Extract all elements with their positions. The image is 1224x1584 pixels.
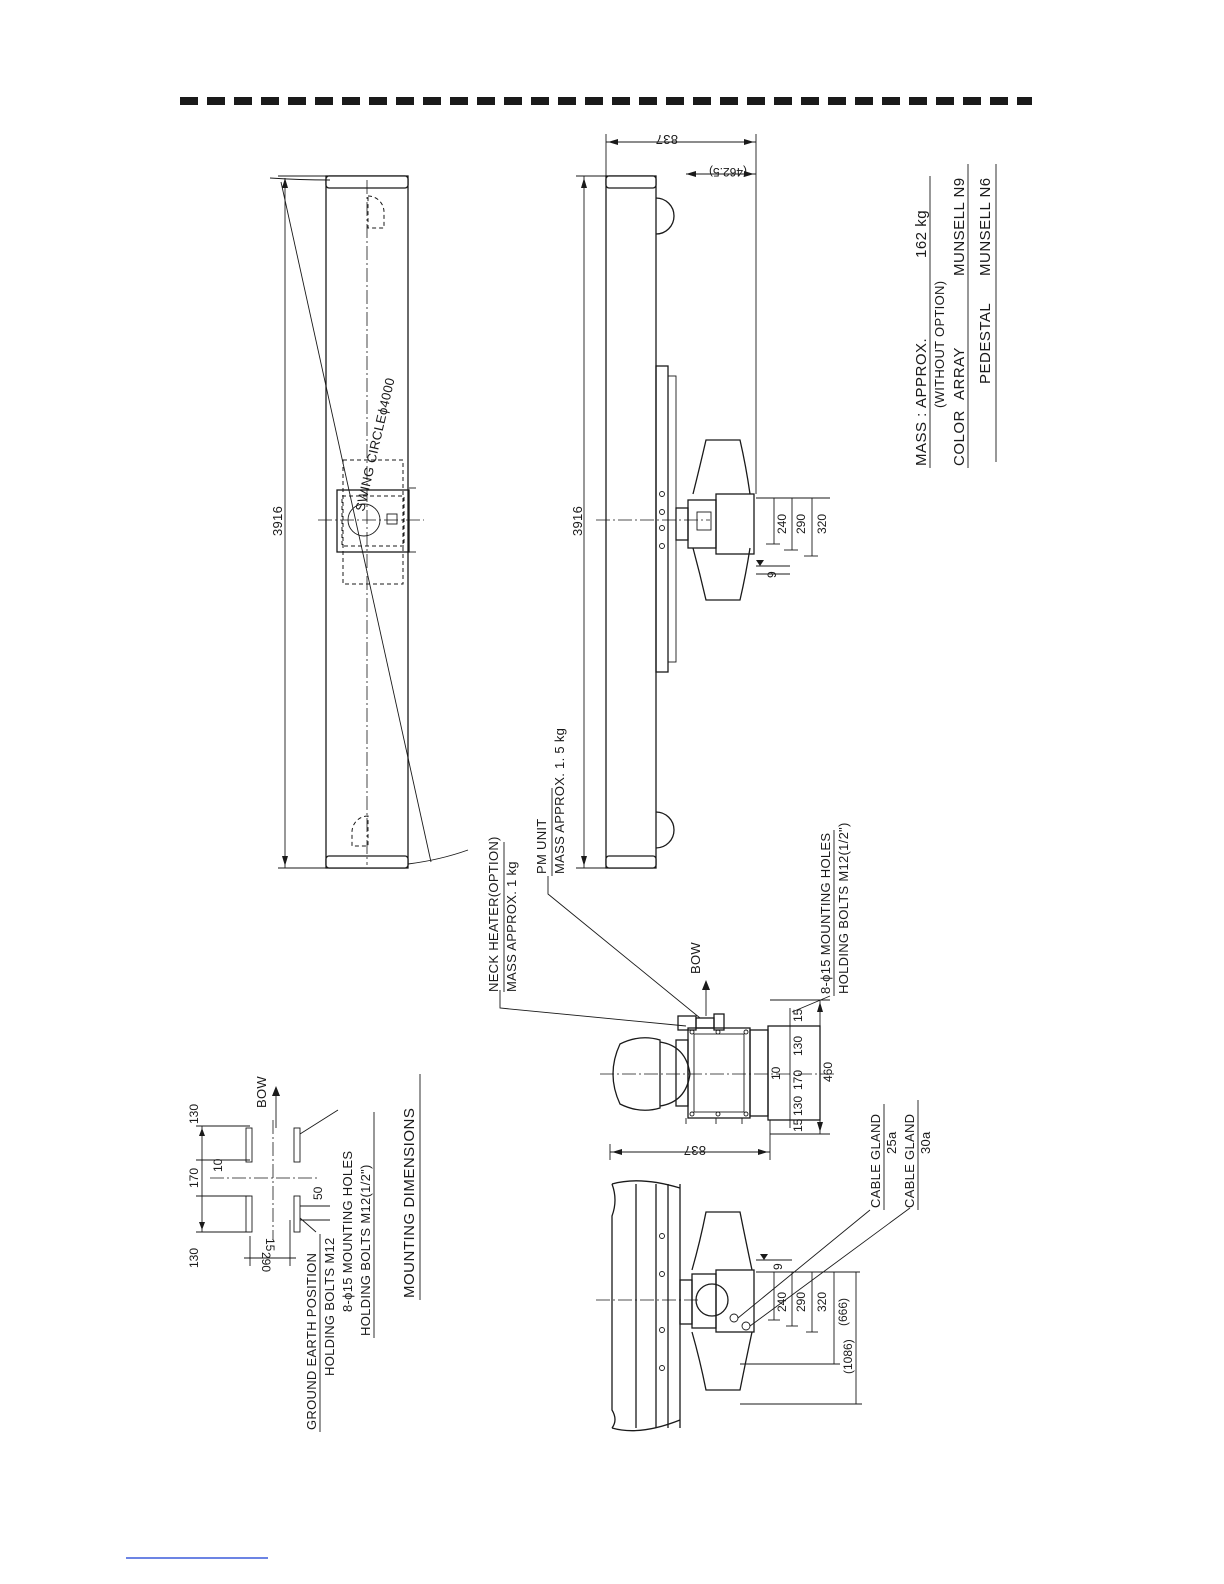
pm-unit-label: PM UNIT xyxy=(534,818,549,874)
front-height-label: 837 xyxy=(683,1143,706,1158)
swing-circle-label: SWING CIRCLEϕ4000 xyxy=(352,376,397,513)
side-view-array: 837 (462.5) 3916 240 290 320 9 xyxy=(570,132,830,869)
mounting-bow-label: BOW xyxy=(254,1076,269,1108)
array-label: ARRAY xyxy=(951,347,968,400)
earth-bolts-label: HOLDING BOLTS M12 xyxy=(322,1237,337,1376)
mounting-dim-15: 15 xyxy=(263,1238,277,1252)
side-view-dim-290: 290 xyxy=(794,514,808,534)
pedestal-color: MUNSELL N6 xyxy=(977,177,994,276)
front-mounting-holes: 8-ϕ15 MOUNTING HOLES xyxy=(818,833,833,994)
side-view-offset-label: (462.5) xyxy=(709,165,747,179)
front-dim-130a: 130 xyxy=(791,1036,805,1056)
mounting-dim-170: 170 xyxy=(187,1168,201,1188)
side-view-dim-9: 9 xyxy=(765,571,779,578)
rear-dim-9: 9 xyxy=(771,1263,785,1270)
color-label: COLOR xyxy=(951,410,968,466)
rear-dim-320: 320 xyxy=(815,1292,829,1312)
front-dim-10: 10 xyxy=(769,1066,783,1080)
rear-dim-290: 290 xyxy=(794,1292,808,1312)
mass-text: APPROX. xyxy=(913,338,930,408)
neck-heater-mass: MASS APPROX. 1 kg xyxy=(504,861,519,992)
front-dim-15b: 15 xyxy=(791,1118,805,1132)
front-bow-label: BOW xyxy=(688,942,703,974)
mass-notes: MASS : APPROX. 162 kg (WITHOUT OPTION) C… xyxy=(913,164,997,468)
top-view-length-label: 3916 xyxy=(270,506,285,536)
front-dim-170: 170 xyxy=(791,1070,805,1090)
side-view-height-label: 837 xyxy=(655,132,678,147)
ground-earth-label: GROUND EARTH POSITION xyxy=(304,1253,319,1430)
pedestal-label: PEDESTAL xyxy=(977,303,994,384)
rear-dim-666: (666) xyxy=(836,1298,850,1326)
neck-heater-label: NECK HEATER(OPTION) xyxy=(486,836,501,992)
top-view-array: 3916 SWING CIRCLEϕ4000 xyxy=(269,175,469,869)
cable-gland-2-label: CABLE GLAND xyxy=(902,1114,917,1208)
side-view-dim-320: 320 xyxy=(815,514,829,534)
cable-gland-2-size: 30a xyxy=(918,1131,933,1154)
array-color: MUNSELL N9 xyxy=(951,177,968,276)
mass-value: 162 kg xyxy=(913,210,930,258)
side-view-length-label: 3916 xyxy=(570,506,585,536)
rear-view-pedestal: 240 290 320 (666) (1086) 9 CABLE GLAND 2… xyxy=(596,1100,933,1432)
cable-gland-1-label: CABLE GLAND xyxy=(868,1114,883,1208)
rear-dim-240: 240 xyxy=(775,1292,789,1312)
cable-gland-1-size: 25a xyxy=(884,1131,899,1154)
mounting-dim-130b: 130 xyxy=(187,1248,201,1268)
mass-label: MASS : xyxy=(913,412,930,466)
mounting-dim-290: 290 xyxy=(259,1252,273,1272)
pm-unit-mass: MASS APPROX. 1. 5 kg xyxy=(552,728,567,874)
rear-dim-1086: (1086) xyxy=(841,1339,855,1374)
side-view-dim-240: 240 xyxy=(775,514,789,534)
mounting-dim-50: 50 xyxy=(311,1186,325,1200)
mounting-dim-10: 10 xyxy=(211,1158,225,1172)
front-dim-460: 460 xyxy=(821,1062,835,1082)
front-holding-bolts: HOLDING BOLTS M12(1/2") xyxy=(836,822,851,994)
front-dim-15a: 15 xyxy=(791,1008,805,1022)
front-dim-130b: 130 xyxy=(791,1096,805,1116)
front-view-pedestal: BOW 837 460 15 130 170 10 130 15 NECK HE… xyxy=(486,728,851,1160)
mounting-title: MOUNTING DIMENSIONS xyxy=(401,1108,418,1298)
mounting-dim-130a: 130 xyxy=(187,1104,201,1124)
mounting-dimensions: 130 170 10 130 BOW 290 15 50 GROUND EART… xyxy=(187,1074,421,1432)
mounting-holes-label: 8-ϕ15 MOUNTING HOLES xyxy=(340,1151,355,1312)
mounting-bolts-label: HOLDING BOLTS M12(1/2") xyxy=(358,1164,373,1336)
without-option-label: (WITHOUT OPTION) xyxy=(932,281,947,408)
